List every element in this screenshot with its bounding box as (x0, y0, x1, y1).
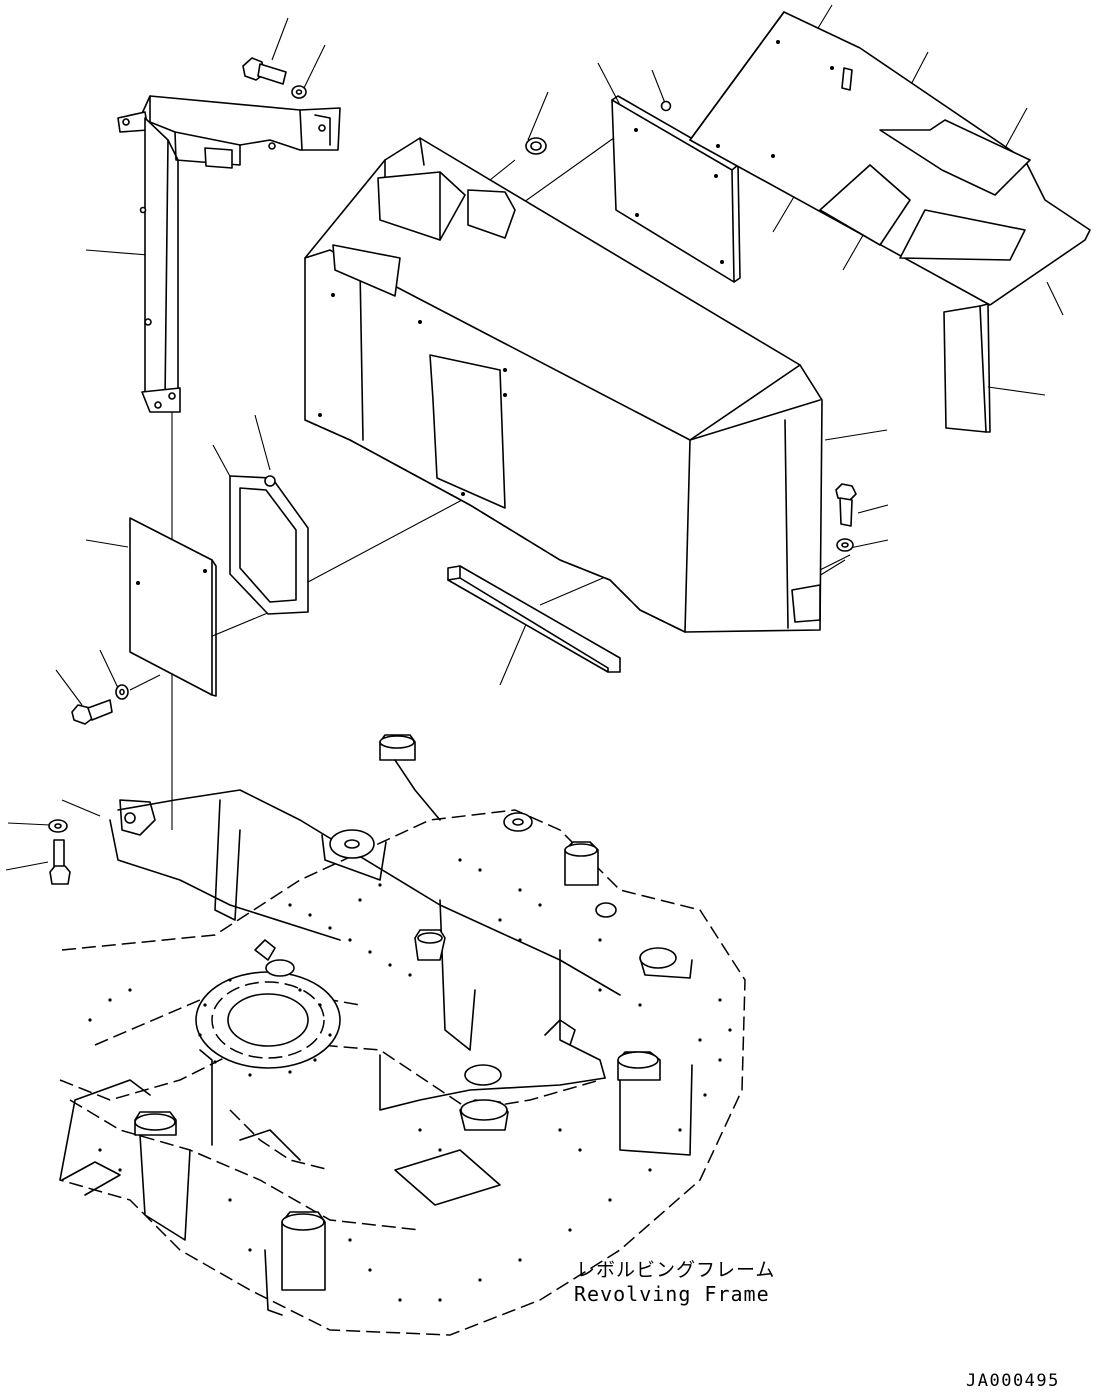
revolving-frame-label-en: Revolving Frame (574, 1282, 770, 1306)
top-plate (689, 11, 1091, 306)
bracket-stand (117, 95, 341, 413)
grommet-icon (525, 137, 547, 155)
washer-icon (291, 85, 307, 99)
washer-icon (48, 819, 68, 833)
insulation-pad-c (899, 209, 1026, 261)
gasket-frame (229, 475, 309, 615)
revolving-frame (59, 734, 746, 1336)
foam-strip (447, 565, 621, 673)
hex-bolt-icon (71, 699, 113, 725)
hex-bolt-icon (49, 839, 71, 885)
leader-lines (5, 4, 1064, 871)
insulation-pad-a (879, 119, 1031, 196)
washer-icon (115, 684, 129, 700)
drawing-code: JA000495 (966, 1371, 1060, 1391)
washer-icon (836, 538, 854, 552)
nut-icon (264, 475, 276, 487)
insulation-pad-b (819, 164, 911, 246)
hex-bolt-icon (835, 483, 857, 527)
hex-bolt-icon (242, 57, 287, 85)
revolving-frame-label-jp: レボルビングフレーム (576, 1259, 775, 1281)
cover-plate (129, 517, 217, 697)
frame-holes (88, 858, 732, 1302)
hood-cover (304, 137, 823, 633)
side-panel (611, 95, 741, 283)
rubber-block (943, 303, 991, 433)
